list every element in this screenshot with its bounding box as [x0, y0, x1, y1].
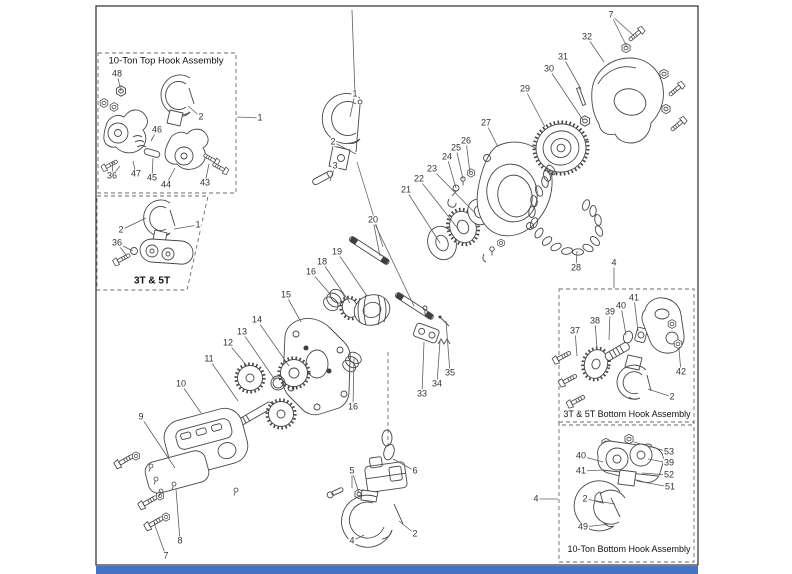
- art-3t5t-bottom-hook: [551, 297, 685, 410]
- part-callout-16: 16: [346, 401, 360, 412]
- art-friction-hub: [282, 288, 451, 416]
- part-callout-12: 12: [221, 337, 235, 348]
- part-callout-4: 4: [348, 535, 356, 546]
- part-callout-7: 7: [162, 550, 170, 561]
- part-callout-29: 29: [518, 83, 532, 94]
- part-callout-15: 15: [279, 289, 293, 300]
- part-callout-23: 23: [425, 163, 439, 174]
- part-callout-24: 24: [440, 151, 454, 162]
- part-callout-36: 36: [110, 237, 124, 248]
- art-gearbox: [112, 356, 311, 532]
- part-callout-2: 2: [411, 528, 419, 539]
- art-handwheel-side: [476, 25, 689, 256]
- part-callout-1: 1: [351, 88, 359, 99]
- part-callout-6: 6: [411, 465, 419, 476]
- part-callout-43: 43: [198, 177, 212, 188]
- box-3t5t-top-hook: [96, 195, 209, 291]
- part-callout-16: 16: [304, 266, 318, 277]
- part-callout-19: 19: [330, 246, 344, 257]
- box-3t5t-bottom-hook: [558, 288, 695, 426]
- part-callout-2: 2: [117, 224, 125, 235]
- part-callout-5: 5: [348, 465, 356, 476]
- part-callout-51: 51: [663, 481, 677, 492]
- part-callout-9: 9: [137, 411, 145, 422]
- part-callout-27: 27: [479, 117, 493, 128]
- part-callout-41: 41: [627, 292, 641, 303]
- part-callout-20: 20: [366, 214, 380, 225]
- part-callout-1: 1: [256, 112, 264, 123]
- part-callout-18: 18: [315, 256, 329, 267]
- part-callout-52: 52: [662, 469, 676, 480]
- part-callout-4: 4: [532, 493, 540, 504]
- part-callout-45: 45: [145, 172, 159, 183]
- part-callout-32: 32: [580, 31, 594, 42]
- part-callout-7: 7: [607, 9, 615, 20]
- part-callout-8: 8: [176, 535, 184, 546]
- part-callout-30: 30: [542, 63, 556, 74]
- box-title-3t5t: 3T & 5T: [131, 275, 173, 287]
- part-callout-53: 53: [662, 446, 676, 457]
- part-callout-22: 22: [412, 173, 426, 184]
- part-callout-26: 26: [459, 135, 473, 146]
- part-callout-33: 33: [415, 388, 429, 399]
- box-title-10t-top-hook: 10-Ton Top Hook Assembly: [106, 55, 226, 67]
- part-callout-2: 2: [197, 111, 205, 122]
- part-callout-4: 4: [610, 257, 618, 268]
- part-callout-40: 40: [574, 450, 588, 461]
- part-callout-31: 31: [556, 51, 570, 62]
- part-callout-47: 47: [129, 168, 143, 179]
- art-10t-bottom-hook: [573, 433, 664, 532]
- art-10t-top-hook: [99, 74, 230, 176]
- box-10t-top-hook: [97, 52, 237, 194]
- part-callout-11: 11: [203, 353, 215, 364]
- part-callout-42: 42: [674, 366, 688, 377]
- part-callout-21: 21: [399, 184, 413, 195]
- part-callout-34: 34: [430, 378, 444, 389]
- part-callout-13: 13: [235, 326, 249, 337]
- part-callout-40: 40: [614, 300, 628, 311]
- drawing-frame: [95, 5, 699, 566]
- part-callout-36: 36: [105, 170, 119, 181]
- part-callout-14: 14: [250, 314, 264, 325]
- part-callout-37: 37: [568, 325, 582, 336]
- part-callout-39: 39: [662, 457, 676, 468]
- box-10t-bottom-hook: [558, 421, 695, 563]
- part-callout-10: 10: [174, 378, 188, 389]
- part-callout-49: 49: [576, 521, 590, 532]
- part-callout-38: 38: [588, 315, 602, 326]
- part-callout-44: 44: [159, 179, 173, 190]
- part-callout-2: 2: [329, 136, 337, 147]
- part-callout-3: 3: [331, 160, 339, 171]
- part-callout-1: 1: [194, 219, 202, 230]
- part-callout-48: 48: [110, 68, 124, 79]
- box-title-10t-bottom-hook: 10-Ton Bottom Hook Assembly: [565, 544, 693, 554]
- part-callout-2: 2: [668, 391, 676, 402]
- part-callout-41: 41: [574, 465, 588, 476]
- box-title-3t5t-bottom-hook: 3T & 5T Bottom Hook Assembly: [561, 409, 693, 419]
- art-3t5t-top-hook: [111, 199, 194, 267]
- part-callout-2: 2: [581, 493, 589, 504]
- part-callout-46: 46: [150, 124, 164, 135]
- part-callout-35: 35: [443, 367, 457, 378]
- part-callout-28: 28: [569, 262, 583, 273]
- footer-accent-bar: [96, 566, 698, 574]
